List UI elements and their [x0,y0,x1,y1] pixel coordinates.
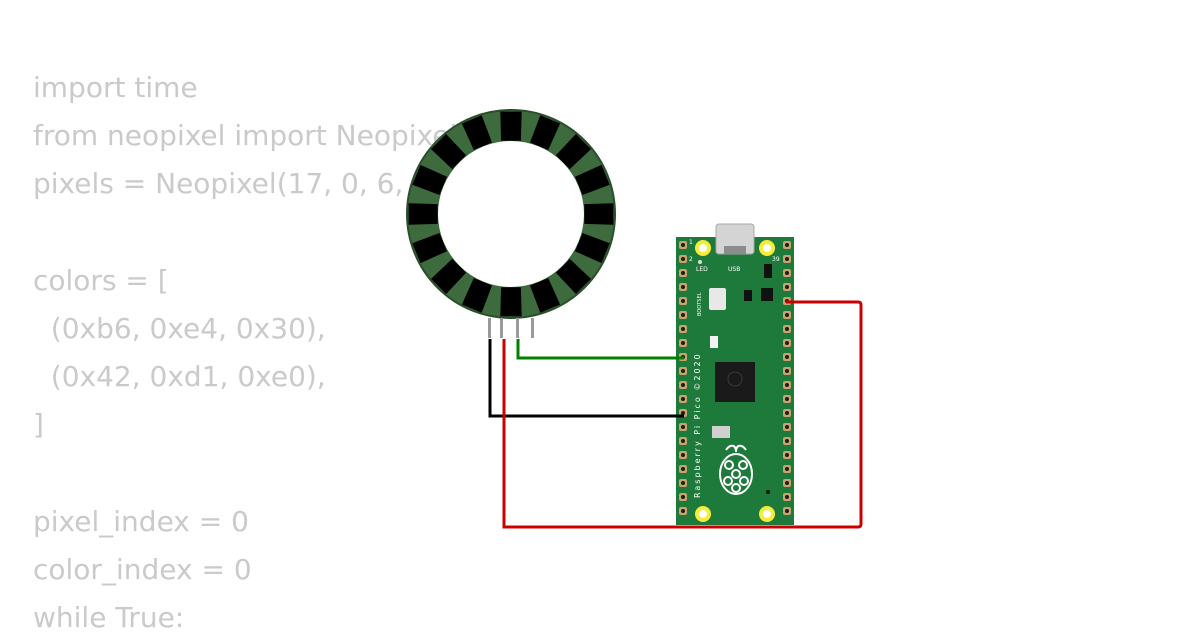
ring-pixel [431,134,467,170]
pico-pin-hole [785,383,789,387]
ring-pixel [412,233,447,264]
flash-chip [712,426,730,438]
ring-pixel [431,258,467,294]
ground-wire [488,339,684,418]
ring-pixels [408,111,614,317]
ring-pixel [412,164,447,195]
code-line: ] [33,408,44,442]
code-line: (0x42, 0xd1, 0xe0), [33,360,326,394]
pico-pins[interactable] [679,241,791,515]
pico-pin-hole [681,481,685,485]
pico-pin-hole [785,397,789,401]
pico-pin-hole [681,257,685,261]
pico-pin-hole [681,425,685,429]
bootsel-button[interactable] [709,288,726,310]
pico-pin-hole [681,341,685,345]
pico-pin-hole [785,355,789,359]
pico-pin-hole [681,271,685,275]
pico-pin-hole [681,285,685,289]
code-line: while True: [33,601,185,635]
pico-pin-hole [681,439,685,443]
code-line: color_index = 0 [33,552,252,586]
pico-pin-hole [681,495,685,499]
code-listing: import time from neopixel import Neopixel… [33,64,509,642]
pin-label-2: 2 [689,256,693,263]
pico-pin-hole [785,467,789,471]
ring-pixel [530,278,561,313]
pico-pin-hole [681,313,685,317]
pico-pin-hole [681,243,685,247]
pico-pin-hole [785,257,789,261]
pico-pin-hole [785,425,789,429]
bootsel-label: BOOTSEL [697,292,703,316]
ring-pixel [461,278,492,313]
pico-pin-hole [785,271,789,275]
code-line: pixel_index = 0 [33,504,249,538]
pico-pin-hole [681,509,685,513]
pin-label-1: 1 [689,239,693,246]
pico-pin-hole [785,509,789,513]
code-line: import time [33,71,198,104]
ring-pixel [408,203,438,225]
code-line: from neopixel import Neopixel [33,119,458,153]
pin-label-39: 39 [772,256,780,263]
data-wire [516,339,684,360]
ring-pixel [500,287,522,317]
power-wire [502,300,863,529]
pico-pin-hole [681,383,685,387]
ring-pixel [555,134,591,170]
pico-pin-hole [785,243,789,247]
ring-pixel [555,258,591,294]
ring-pixel [500,111,522,141]
ring-header-pins [488,318,534,338]
pico-pin-hole [681,397,685,401]
ring-pixel [461,115,492,150]
ring-pixel [575,233,610,264]
pico-pin-hole [681,453,685,457]
pico-pin-hole [785,341,789,345]
pico-pin-hole [681,327,685,331]
rp2040-chip [715,362,755,402]
pico-pin-hole [681,299,685,303]
code-line: colors = [ [33,263,169,297]
ring-pixel [584,203,614,225]
pico-pin-hole [785,285,789,289]
pico-pin-hole [681,369,685,373]
pico-pin-hole [681,467,685,471]
pico-pin-hole [785,439,789,443]
pico-pin-hole [785,481,789,485]
led-label: LED [696,266,708,273]
ring-hole [438,141,584,287]
code-line: (0xb6, 0xe4, 0x30), [33,311,326,345]
wires [488,300,863,529]
chip-logo-icon [727,371,743,387]
pico-pin-hole [785,411,789,415]
led-component [710,336,718,348]
ring-pixel [530,115,561,150]
pico-pin-hole [681,411,685,415]
ring-pixel [575,164,610,195]
raspberry-pi-pico[interactable]: Raspberry Pi Pico ©2020 BOOTSEL LED USB … [676,223,794,525]
usb-label: USB [728,266,740,273]
pico-pin-hole [785,369,789,373]
mounting-holes [695,240,775,522]
pico-pin-hole [785,453,789,457]
raspberry-pi-logo-icon [719,444,753,495]
pico-pin-hole [785,327,789,331]
neopixel-ring[interactable] [406,109,616,338]
pico-pin-hole [785,495,789,499]
pico-silkscreen: Raspberry Pi Pico ©2020 [693,352,702,498]
pico-pin-hole [785,313,789,317]
